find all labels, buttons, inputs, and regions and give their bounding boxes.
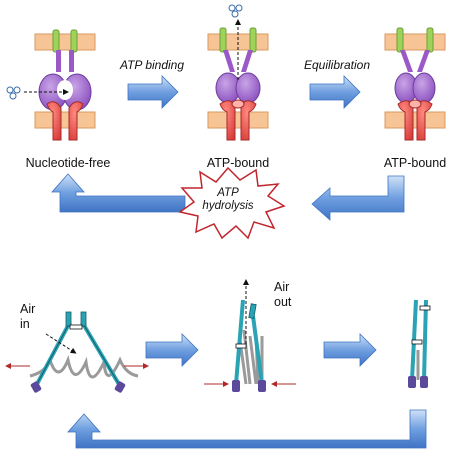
atp-hydrolysis-label: ATP hydrolysis bbox=[186, 187, 270, 213]
arrow-atp-binding bbox=[127, 75, 179, 109]
air-in-line-1: Air bbox=[20, 302, 36, 316]
air-in-arrow bbox=[45, 333, 77, 354]
air-out-line-2: out bbox=[274, 295, 292, 309]
transition-label-atp-binding: ATP binding bbox=[119, 58, 185, 72]
transition-label-equilibration: Equilibration bbox=[303, 58, 371, 72]
atp-hydrolysis-line-1: ATP bbox=[217, 187, 239, 199]
arrow-return-bottom bbox=[67, 409, 427, 449]
arrow-equilibration bbox=[309, 75, 361, 109]
arrow-bellows-step-1 bbox=[145, 333, 199, 367]
air-out-label: Air out bbox=[274, 280, 291, 310]
air-out-line-1: Air bbox=[274, 280, 290, 294]
bellows-open bbox=[29, 311, 139, 393]
state-label-nucleotide-free: Nucleotide-free bbox=[25, 156, 111, 170]
air-in-label: Air in bbox=[20, 302, 35, 332]
transporter-atp-bound-open bbox=[207, 27, 269, 141]
substrate-molecule-out bbox=[228, 4, 243, 18]
air-in-line-2: in bbox=[20, 317, 30, 331]
arrow-bellows-step-2 bbox=[323, 333, 377, 367]
transporter-nucleotide-free bbox=[34, 29, 96, 141]
state-label-atp-bound-2: ATP-bound bbox=[383, 156, 447, 170]
arrow-return-top-left bbox=[51, 173, 186, 213]
state-label-atp-bound-1: ATP-bound bbox=[206, 156, 270, 170]
atp-hydrolysis-burst bbox=[178, 166, 286, 240]
transporter-atp-bound-equilibrated bbox=[384, 27, 446, 141]
arrow-return-top-right bbox=[311, 175, 405, 221]
atp-hydrolysis-line-2: hydrolysis bbox=[202, 200, 254, 212]
bellows-closed bbox=[408, 299, 431, 388]
substrate-molecule-in bbox=[6, 86, 21, 100]
bellows-closing bbox=[232, 299, 266, 392]
